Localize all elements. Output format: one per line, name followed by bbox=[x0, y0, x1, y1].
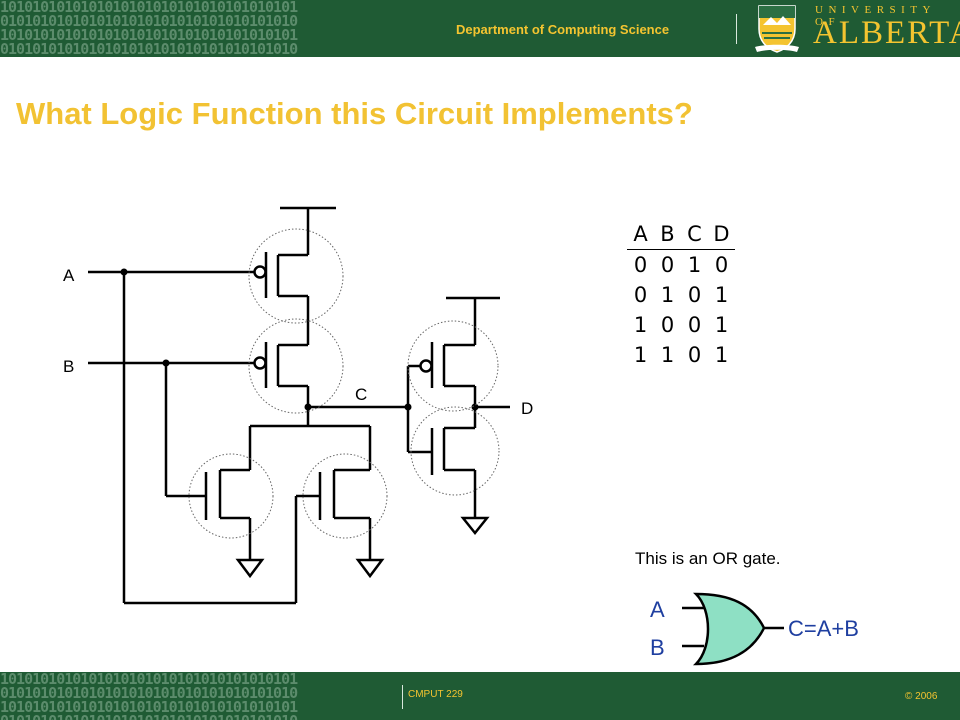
input-b-label: B bbox=[63, 357, 74, 376]
truth-table: A B C D 0 0 1 0 0 1 0 1 1 0 0 1 1 1 0 1 bbox=[627, 219, 747, 367]
slide-title: What Logic Function this Circuit Impleme… bbox=[16, 96, 693, 131]
table-cell: 0 bbox=[660, 313, 675, 337]
binary-pattern: 1010101010101010101010101010101010101 01… bbox=[0, 672, 298, 720]
binary-pattern: 1010101010101010101010101010101010101 01… bbox=[0, 0, 298, 57]
table-cell: 1 bbox=[714, 283, 729, 307]
copyright: © 2006 bbox=[905, 691, 938, 702]
node-c-label: C bbox=[355, 385, 367, 404]
column-header: D bbox=[708, 219, 735, 250]
or-gate-output: C=A+B bbox=[788, 616, 859, 641]
footer-divider bbox=[402, 685, 403, 709]
university-logo-text[interactable]: ALBERTA bbox=[813, 15, 960, 51]
university-crest-icon bbox=[755, 5, 799, 53]
or-gate-input-a: A bbox=[650, 597, 665, 622]
truth-table-header: A B C D bbox=[627, 219, 735, 250]
or-gate-symbol: A B C=A+B bbox=[650, 592, 859, 666]
input-a-label: A bbox=[63, 266, 75, 285]
truth-table-row: 0 0 1 0 bbox=[627, 250, 735, 281]
table-cell: 1 bbox=[714, 313, 729, 337]
table-cell: 1 bbox=[660, 343, 675, 367]
table-cell: 0 bbox=[633, 253, 648, 277]
table-cell: 1 bbox=[633, 313, 648, 337]
table-cell: 1 bbox=[633, 343, 648, 367]
table-cell: 1 bbox=[687, 253, 702, 277]
table-cell: 0 bbox=[633, 283, 648, 307]
table-cell: 0 bbox=[687, 313, 702, 337]
truth-table-row: 1 0 0 1 bbox=[627, 310, 735, 340]
table-cell: 0 bbox=[687, 343, 702, 367]
column-header: A bbox=[627, 219, 654, 250]
table-cell: 0 bbox=[660, 253, 675, 277]
or-gate-note: This is an OR gate. bbox=[635, 549, 781, 568]
column-header: B bbox=[654, 219, 681, 250]
or-gate-input-b: B bbox=[650, 635, 665, 660]
header-bar: 1010101010101010101010101010101010101 01… bbox=[0, 0, 960, 57]
course-code: CMPUT 229 bbox=[408, 689, 463, 700]
header-divider bbox=[736, 14, 737, 44]
table-cell: 0 bbox=[687, 283, 702, 307]
column-header: C bbox=[681, 219, 708, 250]
truth-table-row: 1 1 0 1 bbox=[627, 340, 735, 370]
output-d-label: D bbox=[521, 399, 533, 418]
truth-table-row: 0 1 0 1 bbox=[627, 280, 735, 310]
university-label: UNIVERSITY OF bbox=[815, 4, 936, 28]
table-cell: 1 bbox=[714, 343, 729, 367]
or-gate-body bbox=[692, 592, 766, 666]
footer-bar: 1010101010101010101010101010101010101 01… bbox=[0, 672, 960, 720]
table-cell: 1 bbox=[660, 283, 675, 307]
table-cell: 0 bbox=[714, 253, 729, 277]
department-name[interactable]: Department of Computing Science bbox=[456, 22, 670, 37]
